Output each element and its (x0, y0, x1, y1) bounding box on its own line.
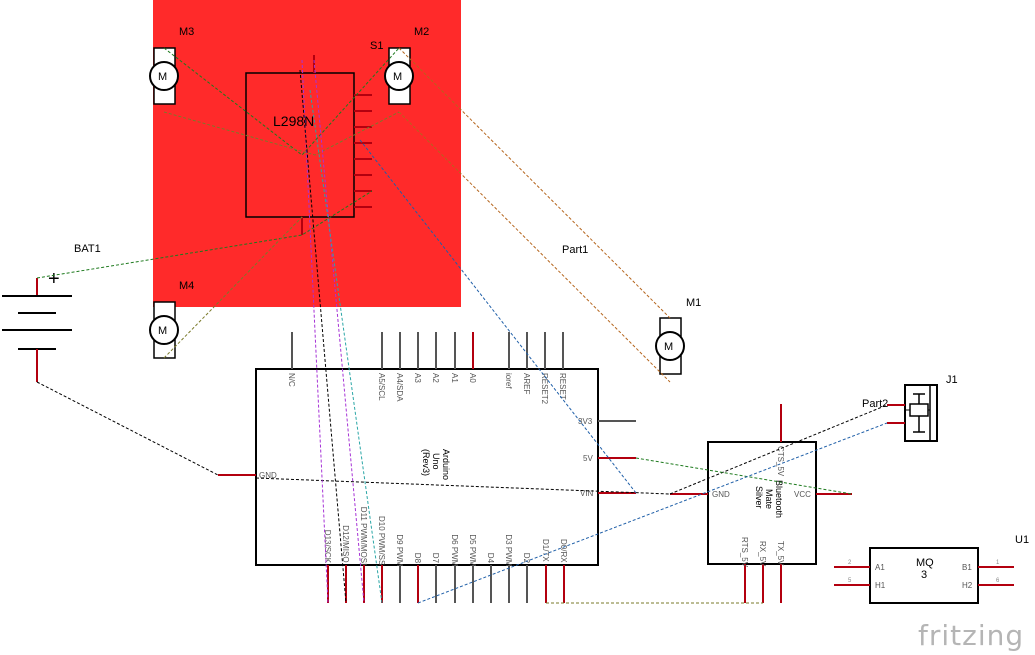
mq3-h2-number: 6 (996, 578, 1000, 584)
bt-title-line3: Silver (754, 486, 764, 509)
wire-m2-m1b (398, 111, 671, 383)
motor-m2[interactable]: M (384, 47, 414, 105)
arduino-bottom-pin-label-9: D4 (486, 553, 495, 564)
arduino-top-pin-label-3: A3 (413, 373, 422, 383)
arduino-pin-3v3-label: 3V3 (578, 417, 593, 426)
arduino-top-pin-label-8: AREF (522, 373, 531, 394)
switch-s1-label: S1 (370, 40, 383, 52)
arduino-top-pin-label-0: N/C (287, 373, 296, 387)
connector-j1-label: J1 (946, 374, 958, 386)
mq3-sensor-body[interactable] (869, 547, 979, 604)
wire-m2-m1 (398, 47, 671, 319)
wire-l298-vin (359, 139, 637, 494)
bt-tx-label: TX_5V (776, 541, 785, 566)
mq3-title-line1: MQ (916, 557, 934, 569)
wire-d11 (309, 89, 383, 604)
battery-plus-sign: + (48, 268, 60, 290)
arduino-bottom-pin-label-10: D3 PWM (504, 534, 513, 566)
part2-label: Part2 (862, 398, 888, 410)
arduino-pin-gnd-label: GND (259, 471, 277, 480)
mq3-b1-number: 1 (996, 560, 1000, 566)
arduino-title-line2: Uno (431, 453, 441, 470)
arduino-bottom-pin-label-3: D10 PWM/SS (377, 516, 386, 565)
connector-j1[interactable] (887, 384, 938, 442)
l298n-board[interactable] (153, 0, 461, 307)
arduino-uno-body[interactable] (255, 368, 599, 566)
wire-d12 (313, 59, 365, 604)
part1-label: Part1 (562, 244, 588, 256)
arduino-bottom-pins: D13/SCK D12/MISO D11 PWM/MOSI D10 PWM/SS D9 … (323, 507, 568, 603)
arduino-title-line1: Arduino (441, 449, 451, 480)
arduino-top-pin-label-2: A4/SDA (395, 373, 404, 402)
arduino-top-pin-label-7: ioref (504, 373, 513, 389)
motor-m3-symbol: M (158, 71, 167, 83)
arduino-bottom-pin-label-8: D5 PWM (468, 534, 477, 566)
bt-gnd-label: GND (712, 490, 730, 499)
arduino-bottom-pin-label-5: D8 (413, 553, 422, 564)
mq3-u1-label: U1 (1015, 534, 1029, 546)
wires (36, 47, 888, 604)
mq3-h1-label: H1 (875, 581, 886, 590)
arduino-top-pin-label-5: A1 (450, 373, 459, 383)
motor-m1-symbol: M (664, 341, 673, 353)
wire-d13 (301, 59, 329, 604)
motor-m4[interactable]: M (149, 301, 179, 359)
mq3-a1-number: 2 (848, 560, 852, 566)
arduino-bottom-pin-label-2: D11 PWM/MOSI (359, 507, 368, 566)
l298n-pins (301, 55, 372, 235)
bt-vcc-label: VCC (794, 490, 811, 499)
motor-m1[interactable]: M (655, 317, 685, 375)
arduino-bottom-pin-label-13: D0/RX (559, 539, 568, 563)
l298n-label: L298N (273, 113, 314, 129)
wire-5v-vcc (635, 457, 853, 495)
arduino-top-pin-label-4: A2 (431, 373, 440, 383)
wire-m3-l298 (163, 47, 400, 156)
arduino-bottom-pin-label-4: D9 PWM (395, 534, 404, 566)
arduino-bottom-pin-label-12: D1/TX (541, 539, 550, 562)
mq3-h2-label: H2 (962, 581, 973, 590)
arduino-bottom-pin-label-7: D6 PWM (450, 534, 459, 566)
arduino-top-pin-label-1: A5/SCL (377, 373, 386, 401)
wire-m4-l298 (163, 216, 303, 359)
motor-m3-label: M3 (179, 26, 194, 38)
mq3-title-line2: 3 (921, 569, 927, 581)
arduino-top-pin-label-6: A0 (468, 373, 477, 383)
wire-gnd-bt (255, 477, 671, 495)
arduino-bottom-pin-label-6: D7 (431, 553, 440, 564)
battery-bat1[interactable] (2, 278, 72, 382)
motor-m2-symbol: M (393, 71, 402, 83)
arduino-bottom-pin-label-11: D2 (522, 553, 531, 564)
wire-m3b-l298 (163, 111, 400, 156)
wire-gnd-part2 (669, 404, 888, 495)
motor-m1-label: M1 (686, 297, 701, 309)
fritzing-logo: fritzing (918, 619, 1024, 652)
bt-rx-label: RX_5V (758, 541, 767, 567)
mq3-b1-label: B1 (962, 563, 972, 572)
arduino-pin-5v-label: 5V (583, 454, 593, 463)
arduino-top-pin-label-9: RESET2 (540, 373, 549, 405)
battery-bat1-label: BAT1 (74, 243, 101, 255)
motor-m4-label: M4 (179, 280, 194, 292)
wire-d8-j1 (417, 422, 888, 604)
arduino-top-pin-label-10: RESET (558, 373, 567, 400)
mq3-h1-number: 5 (848, 578, 852, 584)
motor-m4-symbol: M (158, 325, 167, 337)
motor-m2-label: M2 (414, 26, 429, 38)
wire-d10 (299, 69, 347, 604)
bt-title-line2: Mate (764, 489, 774, 509)
wire-bat-gnd (36, 381, 219, 476)
bt-cts-label: CTS_5V (776, 446, 785, 477)
motor-m3[interactable]: M (149, 47, 179, 105)
arduino-title-line3: (Rev3) (421, 449, 431, 476)
arduino-bottom-pin-label-0: D13/SCK (323, 530, 332, 564)
bt-rts-label: RTS_5V (740, 537, 749, 568)
arduino-bottom-pin-label-1: D12/MISO (341, 525, 350, 562)
arduino-pin-vin-label: VIN (580, 489, 594, 498)
bt-title-line1: Bluetooth (774, 480, 784, 518)
mq3-a1-label: A1 (875, 563, 885, 572)
arduino-top-pins: N/C A5/SCL A4/SDA A3 A2 A1 A0 ioref AREF RESET2 RE… (287, 332, 567, 405)
